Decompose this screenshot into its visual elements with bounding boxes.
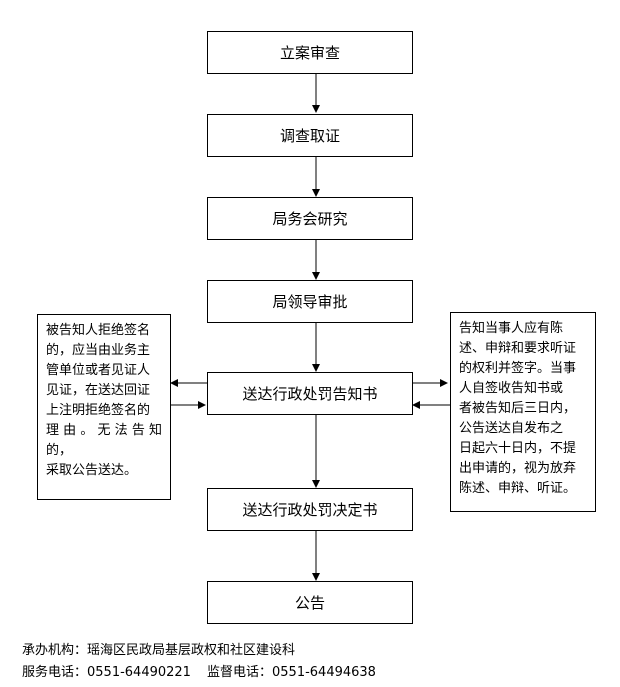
note-line: 述、申辩和要求听证 xyxy=(459,341,577,356)
step-bureau-meeting: 局务会研究 xyxy=(207,197,413,240)
step-announcement: 公告 xyxy=(207,581,413,624)
step-label: 局领导审批 xyxy=(272,293,348,311)
footer-org: 承办机构：瑶海区民政局基层政权和社区建设科 xyxy=(22,643,296,658)
step-label: 调查取证 xyxy=(279,127,340,145)
footer-supervise-phone: 监督电话：0551-64494638 xyxy=(207,665,376,680)
note-line: 采取公告送达。 xyxy=(46,463,138,478)
note-line: 人自签收告知书或 xyxy=(459,381,564,396)
step-investigation: 调查取证 xyxy=(207,114,413,157)
step-label: 立案审查 xyxy=(279,44,340,62)
note-line: 出申请的，视为放弃 xyxy=(459,461,577,476)
note-line: 者被告知后三日内， xyxy=(459,401,577,416)
note-line: 日起六十日内，不提 xyxy=(459,441,577,456)
step-penalty-decision: 送达行政处罚决定书 xyxy=(207,488,413,531)
step-case-review: 立案审查 xyxy=(207,31,413,74)
note-line: 上注明拒绝签名的 xyxy=(46,403,151,418)
left-note-refusal: 被告知人拒绝签名 的，应当由业务主 管单位或者见证人 见证，在送达回证 上注明拒… xyxy=(37,314,171,500)
step-label: 局务会研究 xyxy=(272,210,348,228)
step-label: 送达行政处罚告知书 xyxy=(242,385,378,403)
note-line: 的，应当由业务主 xyxy=(46,343,151,358)
step-leader-approval: 局领导审批 xyxy=(207,280,413,323)
right-note-hearing-rights: 告知当事人应有陈 述、申辩和要求听证 的权利并签字。当事 人自签收告知书或 者被… xyxy=(450,312,596,512)
note-line: 见证，在送达回证 xyxy=(46,383,151,398)
step-label: 送达行政处罚决定书 xyxy=(242,501,378,519)
note-line: 的权利并签字。当事 xyxy=(459,361,577,376)
note-line: 陈述、申辩、听证。 xyxy=(459,481,577,496)
note-line: 管单位或者见证人 xyxy=(46,363,151,378)
note-line: 被告知人拒绝签名 xyxy=(46,323,151,338)
step-penalty-notice: 送达行政处罚告知书 xyxy=(207,372,413,415)
footer-service-phone: 服务电话：0551-64490221 xyxy=(22,665,191,680)
note-line: 告知当事人应有陈 xyxy=(459,321,564,336)
note-line: 公告送达自发布之 xyxy=(459,421,564,436)
step-label: 公告 xyxy=(294,594,325,612)
note-line: 理由。无法告知的， xyxy=(46,423,162,458)
